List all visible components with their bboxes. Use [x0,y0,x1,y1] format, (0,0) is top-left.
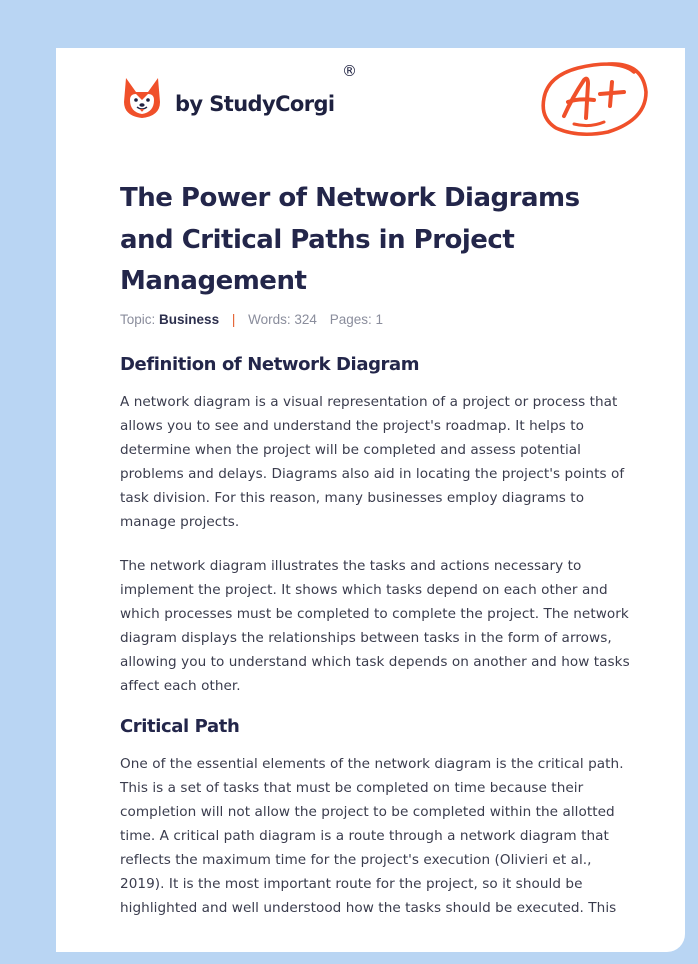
studycorgi-logo[interactable]: by StudyCorgi [122,76,335,120]
article-body: Definition of Network Diagram A network … [120,354,632,920]
registered-mark: ® [342,62,357,80]
article-meta: Topic: Business | Words: 324 Pages: 1 [120,312,383,327]
grade-a-plus-icon [541,62,648,137]
corgi-icon [124,78,160,118]
paragraph: A network diagram is a visual representa… [120,394,625,530]
paragraph: One of the essential elements of the net… [120,756,624,916]
paragraph: The network diagram illustrates the task… [120,558,630,694]
page-count: Pages: 1 [329,312,383,327]
meta-separator: | [231,312,236,327]
article-title: The Power of Network Diagrams and Critic… [120,183,580,296]
topic-link[interactable]: Business [159,312,220,327]
section-heading-definition: Definition of Network Diagram [120,354,420,375]
document-card: by StudyCorgi ® The Power of Network Dia… [56,48,685,952]
section-heading-critical-path: Critical Path [120,716,240,737]
word-count: Words: 324 [248,312,317,327]
brand-name: by StudyCorgi [175,92,335,116]
topic-label: Topic: [120,312,156,327]
